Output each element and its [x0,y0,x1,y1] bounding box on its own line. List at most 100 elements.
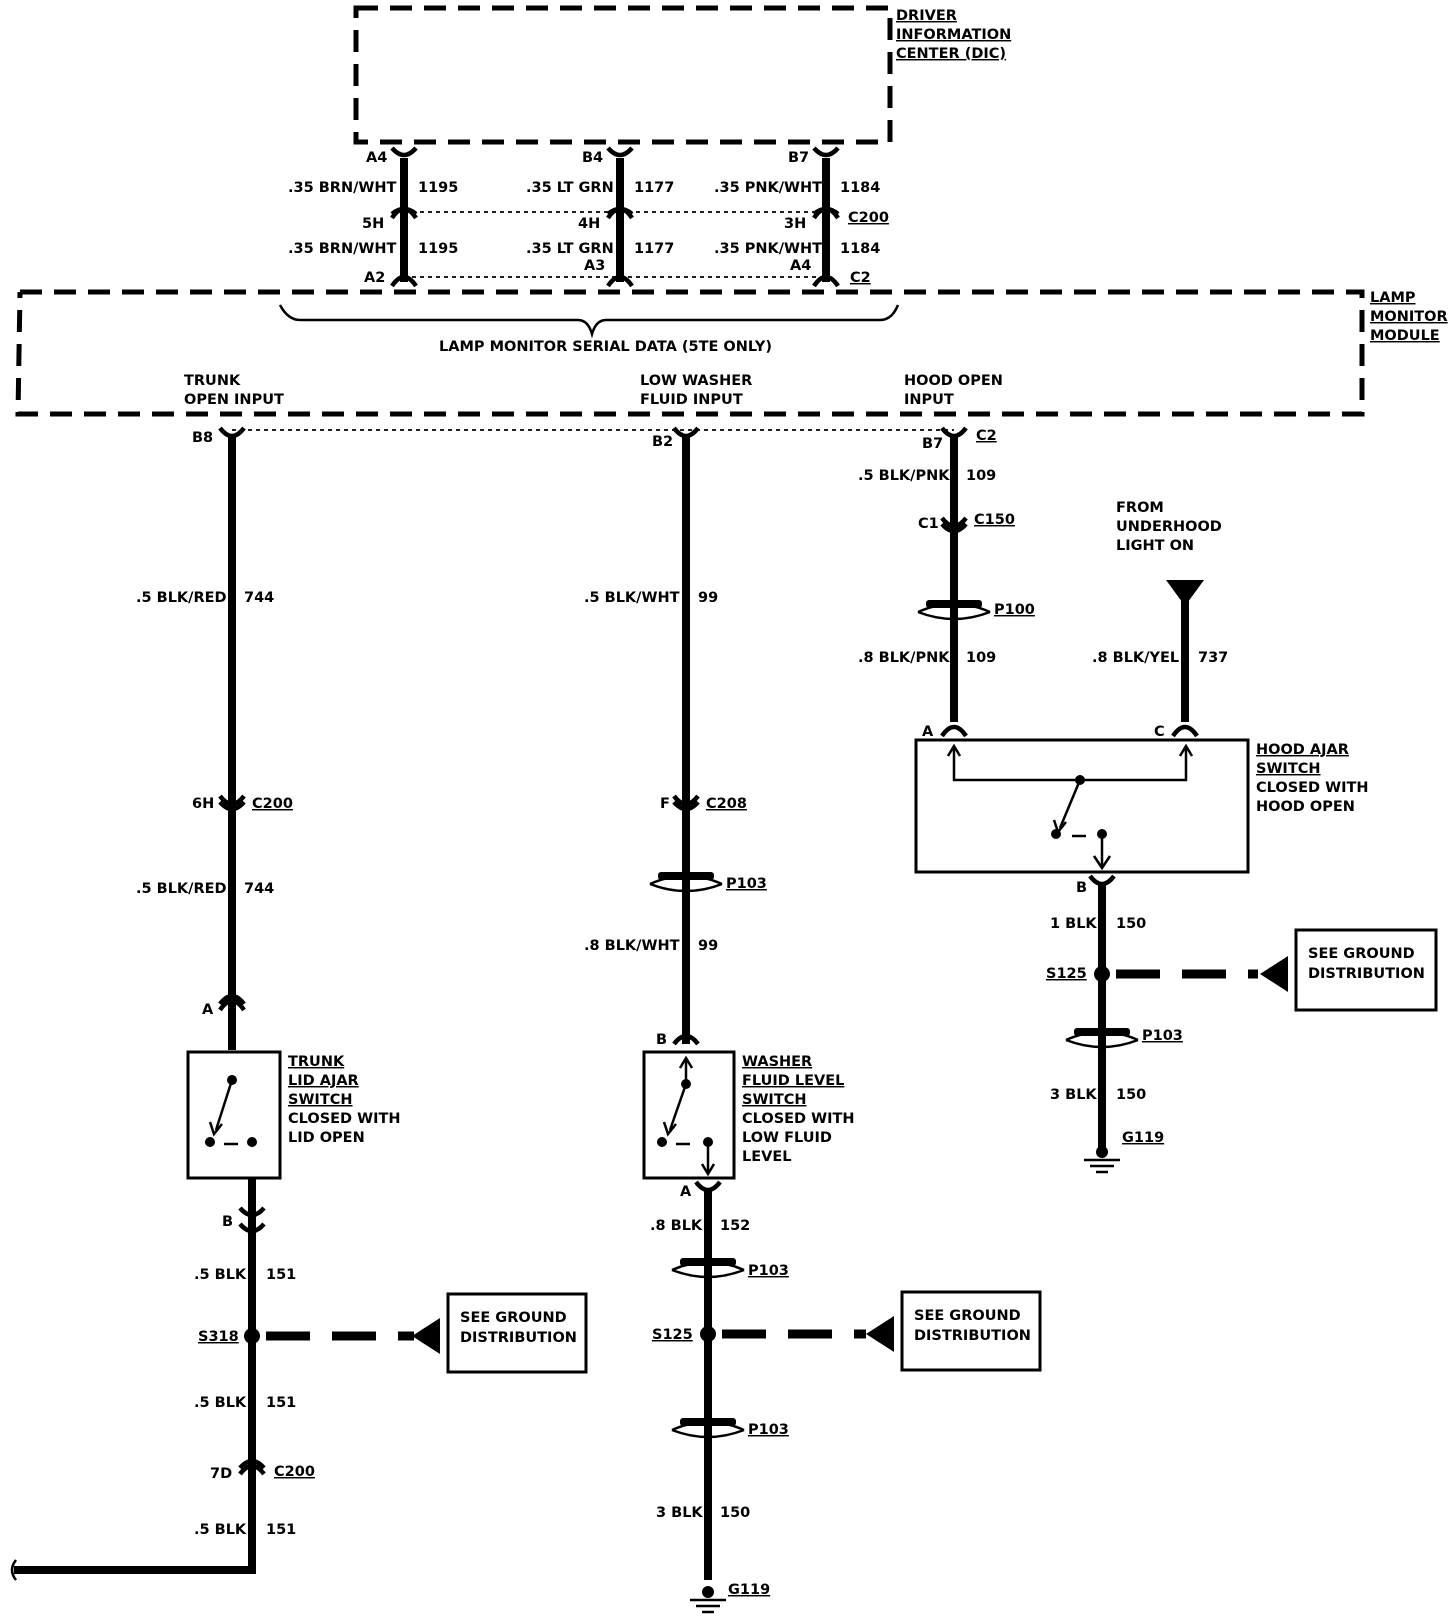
lmm-label-1: LAMP [1370,290,1416,306]
trunk-switch-label-3: SWITCH [288,1092,353,1108]
circuit-label: 109 [966,650,996,666]
trunk-switch-label-2: LID AJAR [288,1073,359,1089]
pass-through-p103-2 [671,1258,745,1279]
connector-c200-top: C200 [848,210,889,226]
lmm-label-2: MONITOR [1370,309,1448,325]
lmm-label-3: MODULE [1370,328,1440,344]
pin-a: A [922,724,934,740]
ground-symbol [1084,1146,1120,1174]
grommet-p103: P103 [1142,1028,1183,1044]
pin-c: C [1154,724,1165,740]
dic-label-1: DRIVER [896,8,957,24]
wire-label: .35 LT GRN [526,241,614,257]
pin-b8: B8 [192,430,213,446]
grommet-p103: P103 [748,1263,789,1279]
wire-label: 1 BLK [1050,916,1097,932]
wire-label: .8 BLK [650,1218,703,1234]
pin-5h: 5H [362,216,384,232]
wire-label: .35 BRN/WHT [288,241,397,257]
pin-f: F [660,796,670,812]
pin-7d: 7D [210,1466,232,1482]
wire-label: .35 BRN/WHT [288,180,397,196]
wire-label: .8 BLK/WHT [584,938,680,954]
driver-information-center: DRIVER INFORMATION CENTER (DIC) [353,5,1011,145]
trunk-switch-label-5: LID OPEN [288,1130,365,1146]
pass-through-p103-3 [671,1418,745,1439]
wire-label: .35 PNK/WHT [714,180,822,196]
connector-c2-top: C2 [850,270,871,286]
circuit-label: 1184 [840,241,880,257]
splice-s125: S125 [652,1327,693,1343]
connector-c150: C150 [974,512,1015,528]
circuit-label: 737 [1198,650,1228,666]
trunk-input-label-2: OPEN INPUT [184,392,284,408]
ground-g119: G119 [728,1582,770,1598]
washer-switch-label-1: WASHER [742,1054,812,1070]
pin-b: B [656,1032,667,1048]
hood-ajar-switch: HOOD AJAR SWITCH CLOSED WITH HOOD OPEN [914,738,1369,874]
circuit-label: 744 [244,881,274,897]
trunk-switch-label-4: CLOSED WITH [288,1111,401,1127]
pin-b7: B7 [788,150,809,166]
serial-wire-1195: A4 .35 BRN/WHT 1195 5H .35 BRN/WHT 1195 … [288,146,458,288]
wire-label: 3 BLK [1050,1087,1097,1103]
hood-switch-label-1: HOOD AJAR [1256,742,1349,758]
washer-input-label-1: LOW WASHER [640,373,752,389]
see-ground-label-2: DISTRIBUTION [1308,966,1425,982]
see-ground-label-1: SEE GROUND [460,1310,567,1326]
circuit-label: 150 [1116,1087,1146,1103]
serial-wire-1184: B7 .35 PNK/WHT 1184 3H .35 PNK/WHT 1184 … [714,146,880,288]
pin-4h: 4H [578,216,600,232]
see-ground-label-1: SEE GROUND [914,1308,1021,1324]
wire-label: .5 BLK [194,1395,247,1411]
lamp-monitor-module: LAMP MONITOR MODULE LAMP MONITOR SERIAL … [15,289,1448,431]
wire-label: .5 BLK/RED [136,881,227,897]
connector-c2: C2 [976,428,997,444]
washer-input-label-2: FLUID INPUT [640,392,743,408]
wire-label: .5 BLK/RED [136,590,227,606]
hood-switch-label-2: SWITCH [1256,761,1321,777]
circuit-label: 150 [720,1505,750,1521]
circuit-label: 152 [720,1218,750,1234]
circuit-label: 1177 [634,180,674,196]
washer-switch-label-2: FLUID LEVEL [742,1073,844,1089]
serial-wires: A4 .35 BRN/WHT 1195 5H .35 BRN/WHT 1195 … [288,146,889,288]
wire-label: .5 BLK [194,1267,247,1283]
wire-label: .5 BLK [194,1522,247,1538]
hood-input-label-1: HOOD OPEN [904,373,1003,389]
wire-label: .8 BLK/PNK [858,650,950,666]
pin-a: A [202,1002,214,1018]
wire-label: .5 BLK/WHT [584,590,680,606]
connector-c200: C200 [252,796,293,812]
hood-input-label-2: INPUT [904,392,954,408]
from-underhood-3: LIGHT ON [1116,538,1194,554]
see-ground-box-washer: SEE GROUND DISTRIBUTION [900,1290,1042,1372]
see-ground-box-hood: SEE GROUND DISTRIBUTION [1294,928,1438,1012]
pin-a: A [680,1184,692,1200]
pin-a4-lower: A4 [790,258,811,274]
pin-a4: A4 [366,150,387,166]
pass-through-p100 [917,600,991,621]
circuit-label: 1195 [418,180,458,196]
pin-b4: B4 [582,150,603,166]
pin-b2: B2 [652,434,673,450]
grommet-p103: P103 [726,876,767,892]
splice-s125: S125 [1046,966,1087,982]
pin-b: B [222,1214,233,1230]
washer-switch-label-4: CLOSED WITH [742,1111,855,1127]
washer-fluid-level-switch: WASHER FLUID LEVEL SWITCH CLOSED WITH LO… [642,1050,855,1180]
trunk-circuit: B8 .5 BLK/RED 744 6H C200 .5 BLK/RED 744… [10,426,588,1581]
grommet-p100: P100 [994,602,1035,618]
pin-a2: A2 [364,270,385,286]
circuit-label: 744 [244,590,274,606]
wire-label: 3 BLK [656,1505,703,1521]
wire-label: .8 BLK/YEL [1092,650,1179,666]
pin-b: B [1076,880,1087,896]
dic-label-2: INFORMATION [896,27,1011,43]
washer-switch-label-6: LEVEL [742,1149,792,1165]
wire-label: .35 LT GRN [526,180,614,196]
hood-switch-label-3: CLOSED WITH [1256,780,1369,796]
circuit-label: 109 [966,468,996,484]
wire-label: .35 PNK/WHT [714,241,822,257]
